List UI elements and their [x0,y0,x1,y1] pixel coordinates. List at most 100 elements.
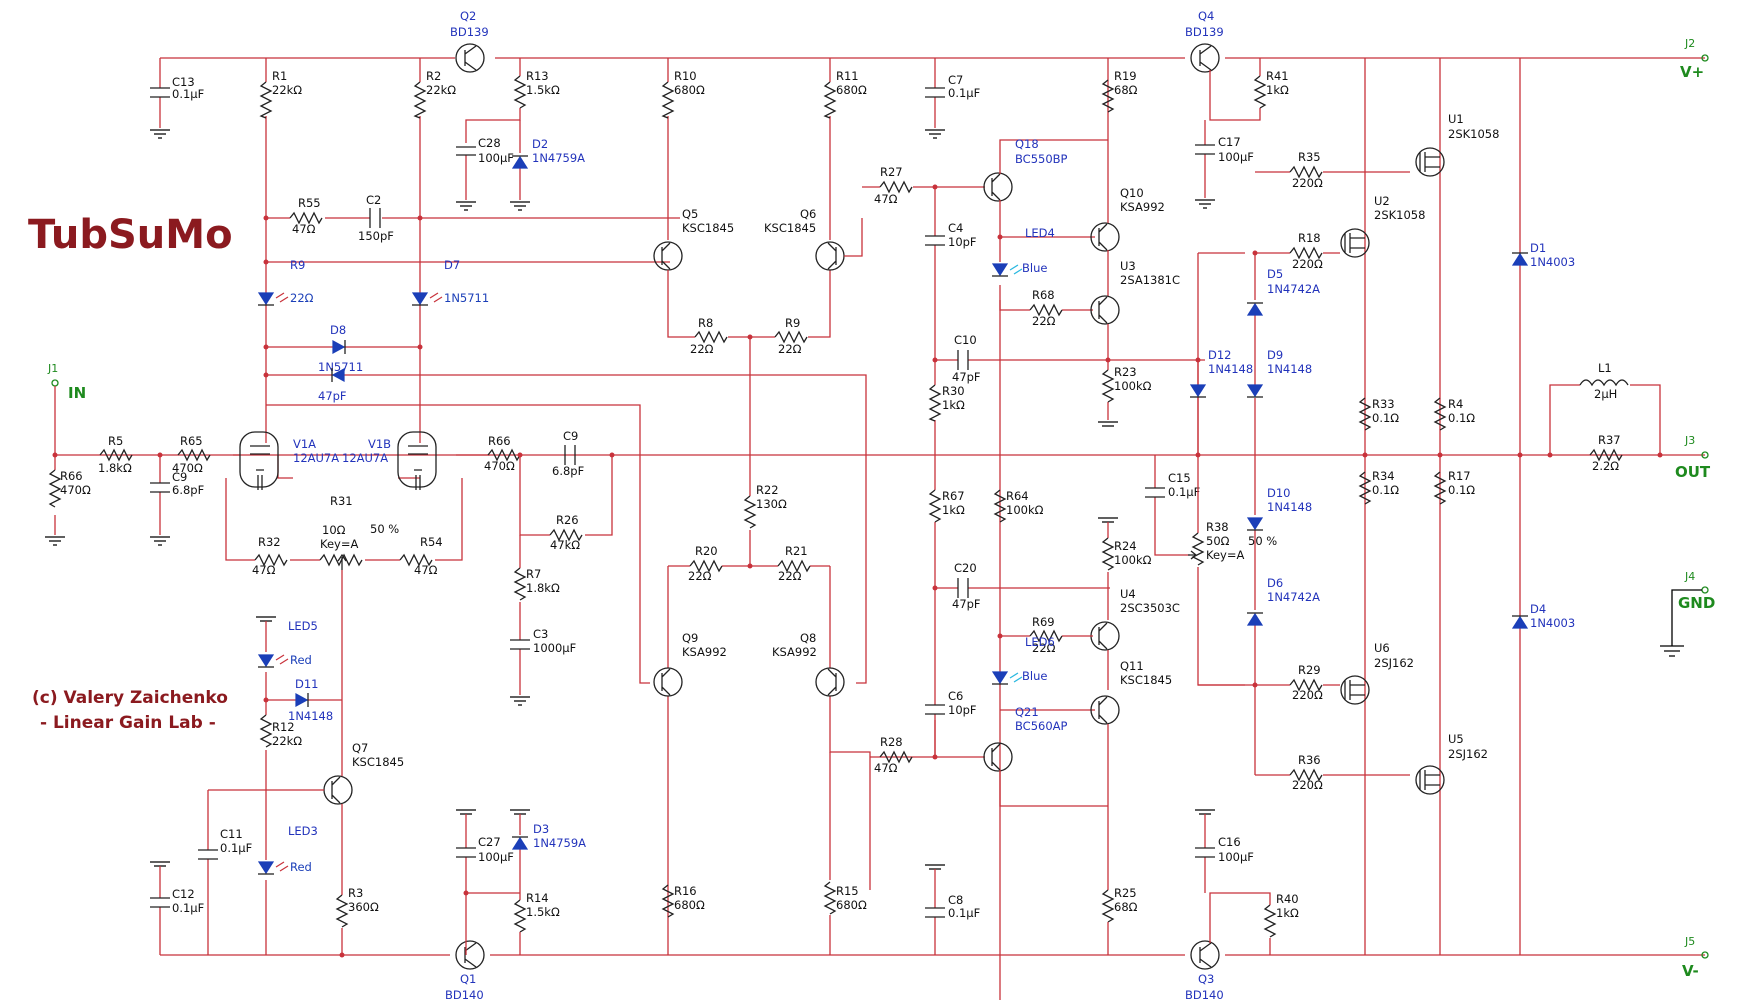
connector-label-in: IN [68,384,86,402]
transistor-q4: Q4 BD139 [1185,9,1261,121]
svg-text:12AU7A: 12AU7A [293,451,339,465]
svg-text:R21: R21 [785,544,808,558]
svg-text:22Ω: 22Ω [1032,314,1056,328]
svg-text:C9: C9 [563,429,578,443]
resistor-r3: R3 360Ω [335,886,379,955]
svg-text:1kΩ: 1kΩ [1266,83,1289,97]
capacitor-c9: C9 C9 6.8pF [552,429,584,478]
svg-text:50 %: 50 % [370,522,399,536]
svg-text:2µH: 2µH [1594,387,1617,401]
svg-text:C7: C7 [948,73,963,87]
svg-text:R15: R15 [836,884,859,898]
svg-text:D1: D1 [1530,241,1546,255]
potentiometer-r38[interactable]: R38 50Ω Key=A 50 % [1188,252,1277,686]
svg-text:2.2Ω: 2.2Ω [1592,459,1619,473]
mosfet-u6: U6 2SJ162 [1198,641,1414,705]
capacitor-c11: C11 0.1µF [198,790,252,955]
svg-text:KSA992: KSA992 [1120,200,1165,214]
resistor-r18: R18 220Ω [1255,231,1340,271]
led-led1: R9 22Ω [257,258,314,306]
resistor-r27: R27 47Ω [862,165,985,206]
svg-text:22kΩ: 22kΩ [426,83,456,97]
transistor-q11: Q11 KSC1845 [1090,659,1172,890]
svg-text:68Ω: 68Ω [1114,900,1138,914]
svg-text:BD140: BD140 [1185,988,1224,1002]
diode-d12: D12 1N4148 [1189,348,1253,455]
svg-text:D2: D2 [532,137,548,151]
svg-text:C16: C16 [1218,835,1241,849]
resistor-r2: R2 22kΩ [413,58,456,443]
capacitor-c10: C10 47pF [935,333,1205,384]
svg-text:C4: C4 [948,221,963,235]
transistor-q9: Q9 KSA992 [653,566,727,890]
svg-text:2SJ162: 2SJ162 [1448,747,1488,761]
svg-text:R19: R19 [1114,69,1137,83]
svg-text:R64: R64 [1006,489,1029,503]
svg-text:100µF: 100µF [1218,150,1254,164]
connector-j4[interactable]: J4 GND [1660,570,1715,657]
svg-text:R29: R29 [1298,663,1321,677]
connector-j5[interactable]: J5 V- [1682,935,1709,980]
resistor-r20: R20 22Ω [668,544,830,583]
capacitor-c20: C20 47pF [935,561,1110,611]
capacitor-c6: C6 10pF [870,588,985,758]
svg-text:R38: R38 [1206,520,1229,534]
svg-text:1.8kΩ: 1.8kΩ [98,461,132,475]
svg-text:0.1µF: 0.1µF [172,87,204,101]
capacitor-c1: C9 6.8pF [150,455,204,546]
svg-text:Q4: Q4 [1198,9,1214,23]
svg-text:R11: R11 [836,69,859,83]
svg-text:50 %: 50 % [1248,534,1277,548]
svg-text:C3: C3 [533,627,548,641]
transistor-u4: U4 2SC3503C [1090,587,1180,690]
led-led2: D7 1N5711 [411,258,489,306]
svg-text:R27: R27 [880,165,903,179]
potentiometer-r31[interactable]: R31 10Ω Key=A 50 % R32 47Ω R54 47Ω [225,478,463,740]
connector-j3[interactable]: J3 OUT [1675,434,1711,481]
svg-text:1.5kΩ: 1.5kΩ [526,83,560,97]
resistor-r13: R13 1.5kΩ [465,58,560,143]
transistor-u3: U3 2SA1381C [1090,259,1180,360]
led-led3: LED3 Red [257,824,318,955]
resistor-r41: R41 1kΩ [1253,69,1289,109]
svg-text:C2: C2 [366,193,381,207]
resistor-r5: R5 1.8kΩ [98,434,133,475]
tube-v1a: V1A 12AU7A [233,431,339,490]
svg-text:C27: C27 [478,835,501,849]
svg-text:R17: R17 [1448,469,1471,483]
svg-text:J1: J1 [47,362,58,375]
svg-text:R24: R24 [1114,539,1137,553]
connector-j2[interactable]: J2 V+ [1680,37,1709,81]
svg-text:470Ω: 470Ω [60,483,91,497]
svg-text:R28: R28 [880,735,903,749]
svg-text:100µF: 100µF [1218,850,1254,864]
svg-text:0.1µF: 0.1µF [948,86,980,100]
resistor-r36: R36 220Ω [1289,753,1323,792]
svg-text:LED4: LED4 [1025,226,1055,240]
junction-dots [52,184,1663,958]
diode-d9: D9 1N4148 [1246,348,1312,398]
svg-text:LED6: LED6 [1025,635,1055,649]
svg-text:Key=A: Key=A [1206,548,1244,562]
resistor-r22: R22 130Ω [743,337,787,566]
led-led4: LED4 Blue [991,226,1095,277]
svg-text:D8: D8 [330,323,346,337]
svg-text:J5: J5 [1684,935,1695,948]
capacitor-c28: C28 100µF [456,136,514,211]
resistor-r24: R24 100kΩ [1098,517,1152,620]
svg-text:1N4003: 1N4003 [1530,616,1575,630]
svg-text:47pF: 47pF [952,597,981,611]
svg-text:50Ω: 50Ω [1206,534,1230,548]
svg-text:220Ω: 220Ω [1292,688,1323,702]
resistor-r14: R14 1.5kΩ [513,891,560,955]
svg-text:C11: C11 [220,827,243,841]
svg-text:R40: R40 [1276,892,1299,906]
schematic-title: TubSuMo [28,212,233,258]
svg-text:U4: U4 [1120,587,1136,601]
svg-text:LED5: LED5 [288,619,318,633]
connector-j1[interactable]: J1 IN [47,362,86,455]
svg-text:D5: D5 [1267,267,1283,281]
svg-text:1N4759A: 1N4759A [532,151,585,165]
transistor-q7: Q7 KSC1845 [208,740,404,895]
svg-text:2SK1058: 2SK1058 [1374,208,1425,222]
